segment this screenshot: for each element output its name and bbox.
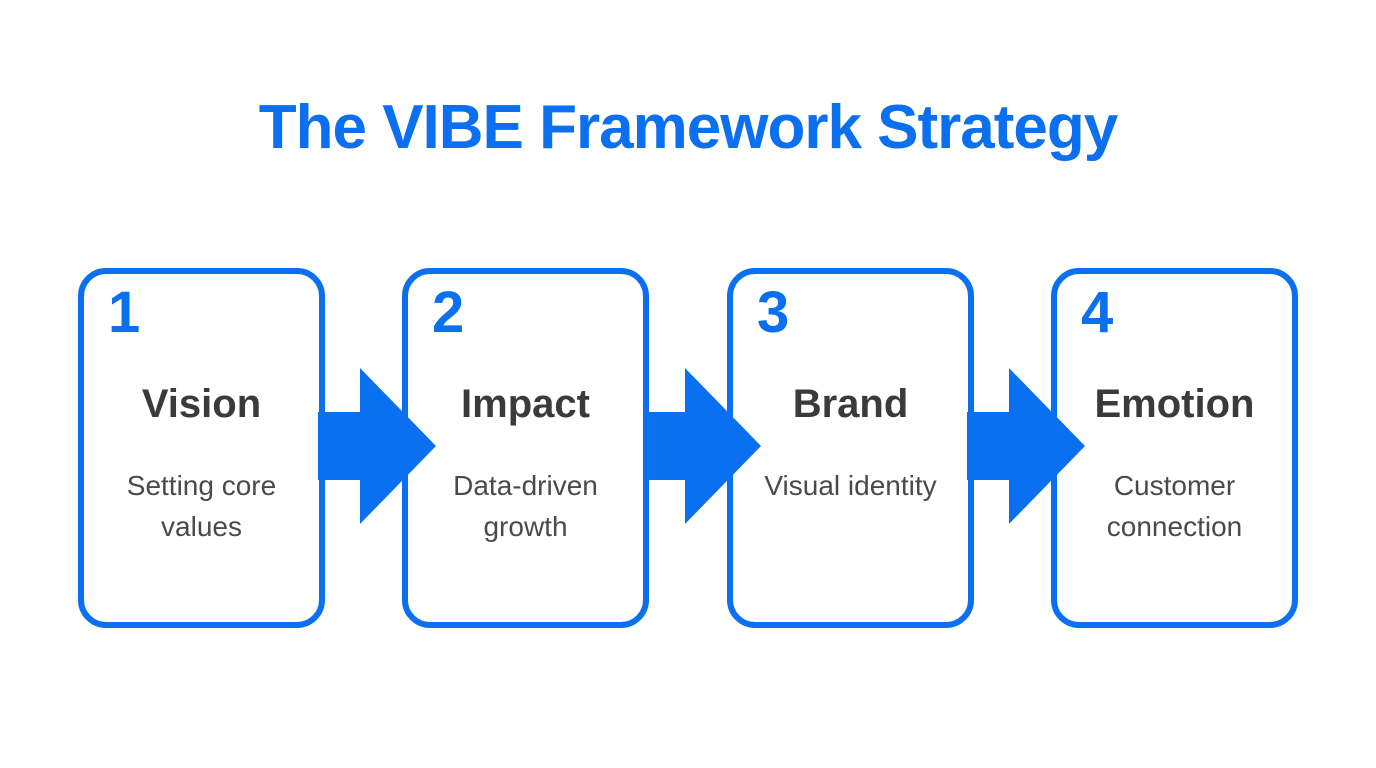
step-number: 4 [1081,280,1114,345]
step-card-vision: 1 Vision Setting core values [78,268,325,628]
right-arrow-icon [643,368,761,524]
step-title: Impact [461,382,590,426]
step-description: Data-driven growth [453,470,598,542]
step-number: 2 [432,280,465,345]
page-title: The VIBE Framework Strategy [258,93,1119,162]
right-arrow-icon [318,368,436,524]
step-title: Vision [141,382,262,426]
step-number: 1 [108,280,141,345]
step-title: Emotion [1094,382,1255,426]
step-description: Visual identity [764,470,937,501]
step-card-impact: 2 Impact Data-driven growth [402,268,649,628]
step-number: 3 [757,280,790,345]
step-description: Customer connection [1106,470,1243,542]
step-description: Setting core values [126,470,277,542]
step-card-emotion: 4 Emotion Customer connection [1051,268,1298,628]
step-title: Brand [792,382,909,426]
right-arrow-icon [967,368,1085,524]
step-card-brand: 3 Brand Visual identity [727,268,974,628]
